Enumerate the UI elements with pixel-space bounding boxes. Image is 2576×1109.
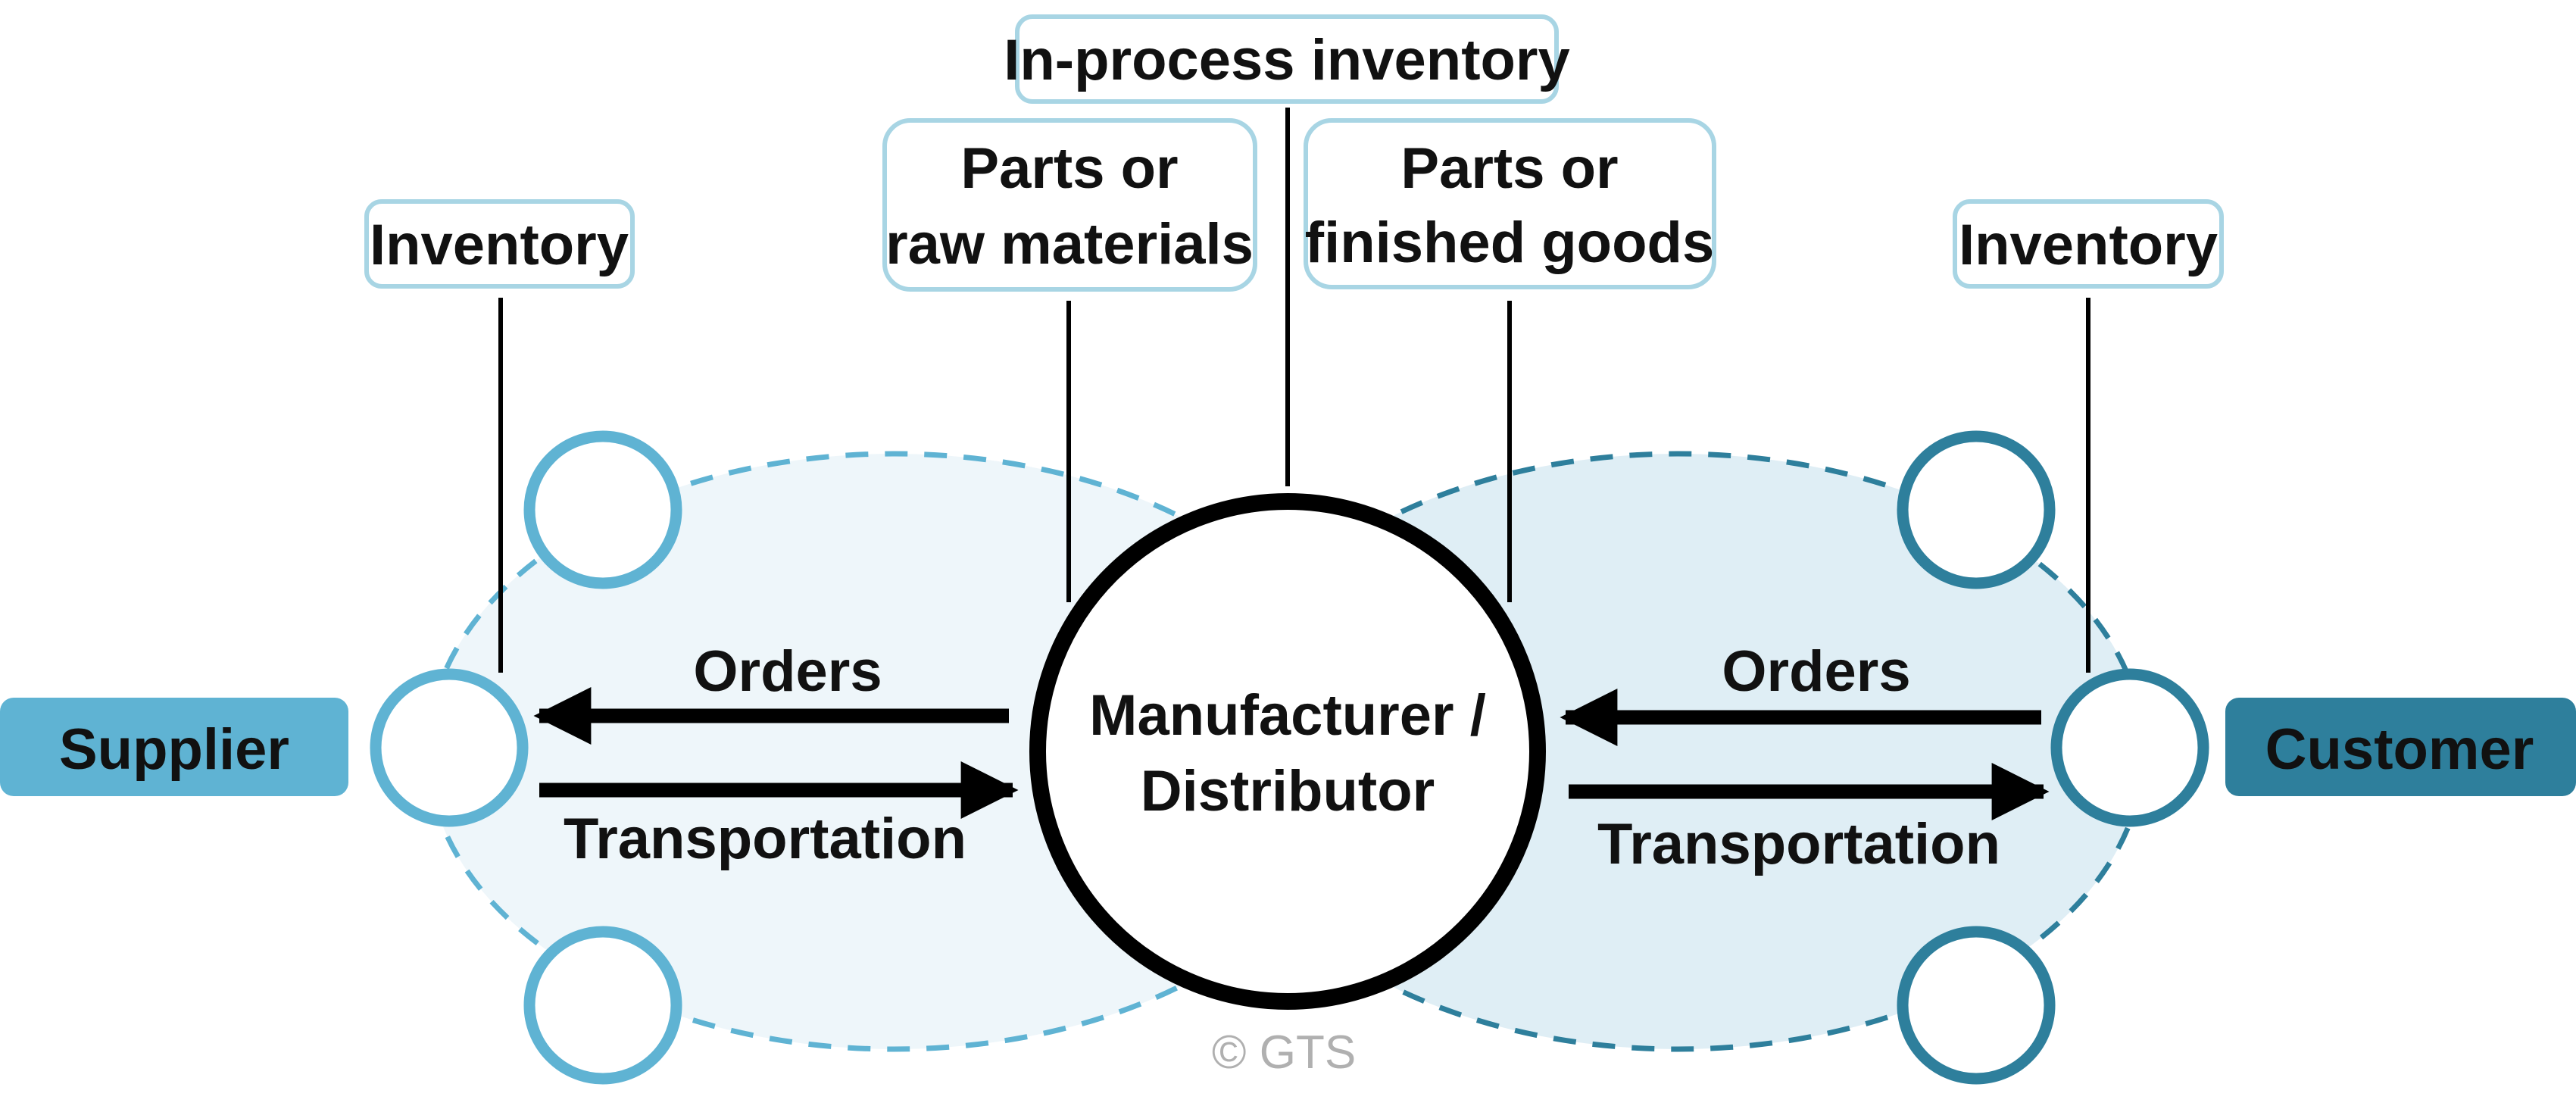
orders-label-right: Orders xyxy=(1722,639,1910,704)
in-process-inventory-box xyxy=(1015,14,1559,104)
supplier-label: Supplier xyxy=(59,717,289,782)
orders-label-left: Orders xyxy=(693,639,882,704)
parts-finished-label-line2: finished goods xyxy=(1305,211,1714,275)
supplier-node-bottom xyxy=(523,926,682,1085)
parts-raw-label-line2: raw materials xyxy=(885,212,1254,276)
manufacturer-distributor-node xyxy=(1029,493,1546,1010)
center-label-line1: Manufacturer / xyxy=(1089,683,1486,748)
customer-box xyxy=(2225,698,2576,796)
customer-label: Customer xyxy=(2265,717,2534,782)
customer-node-main xyxy=(2050,668,2209,827)
customer-node-bottom xyxy=(1897,926,2056,1085)
supplier-node-main xyxy=(370,668,529,827)
copyright-text: © GTS xyxy=(1212,1026,1356,1079)
inventory-left-box xyxy=(364,199,635,289)
transport-label-left: Transportation xyxy=(564,807,966,871)
parts-finished-label-line1: Parts or xyxy=(1400,136,1618,201)
customer-node-top xyxy=(1897,430,2056,589)
supplier-box xyxy=(0,698,348,796)
supplier-node-top xyxy=(523,430,682,589)
inventory-right-box xyxy=(1953,199,2224,289)
parts-raw-materials-box xyxy=(882,118,1257,292)
inventory-left-label: Inventory xyxy=(370,213,629,277)
inventory-right-label: Inventory xyxy=(1959,213,2218,277)
parts-raw-label-line1: Parts or xyxy=(960,136,1178,201)
parts-finished-goods-box xyxy=(1304,118,1716,289)
in-process-inventory-label: In-process inventory xyxy=(1004,28,1570,92)
center-label-line2: Distributor xyxy=(1141,759,1435,823)
transport-label-right: Transportation xyxy=(1597,812,2000,876)
